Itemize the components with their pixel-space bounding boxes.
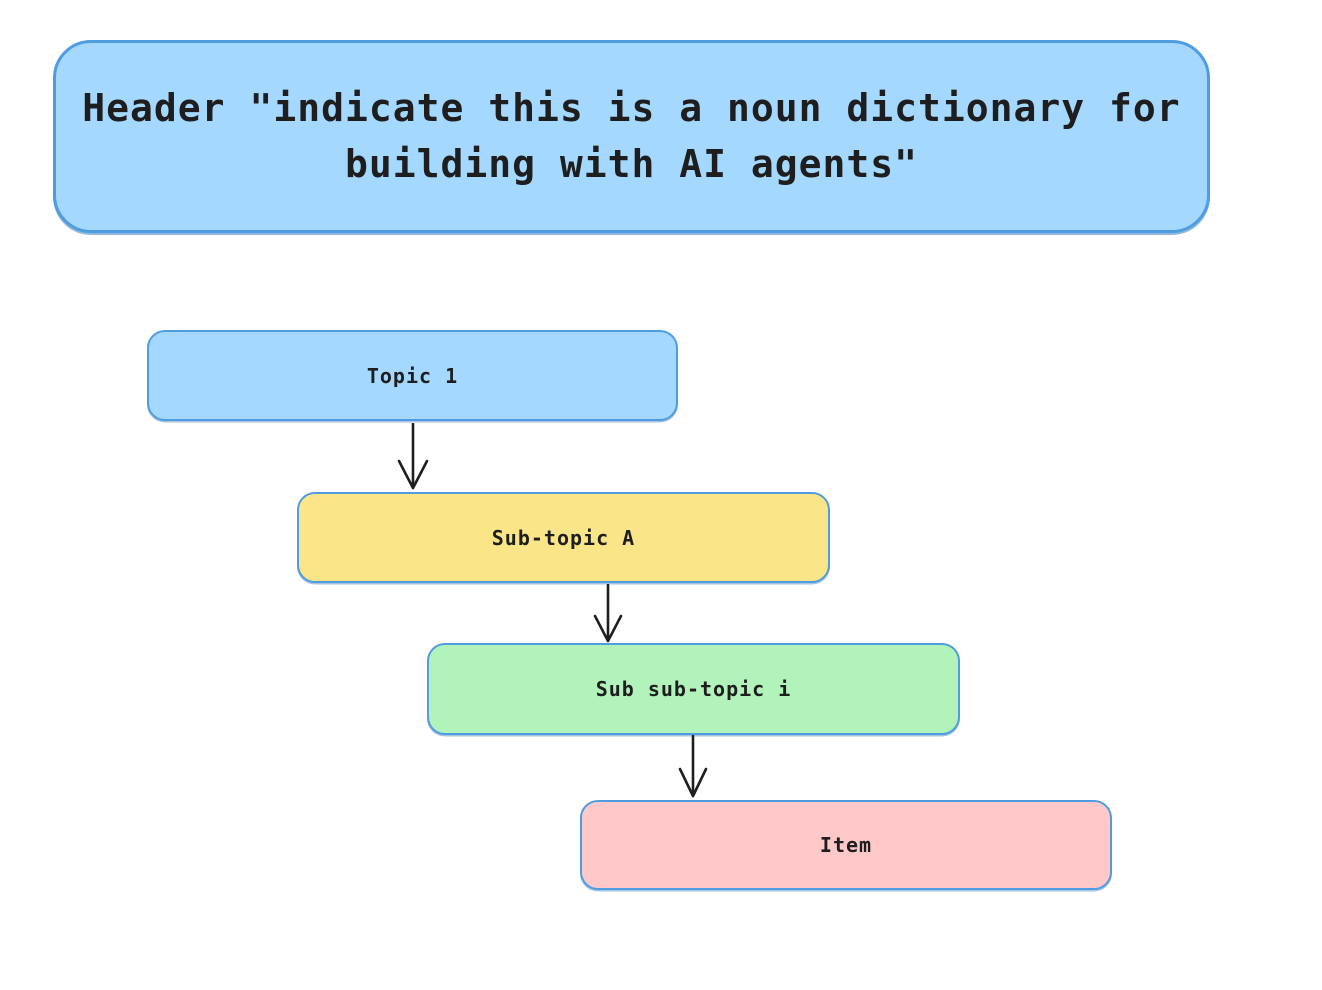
node-sub-sub-topic-i: Sub sub-topic i <box>427 643 960 735</box>
node-sub-topic-a-label: Sub-topic A <box>491 525 636 550</box>
node-topic-1: Topic 1 <box>147 330 678 421</box>
arrow-subtopicA-to-subsubtopic-i <box>586 583 630 648</box>
node-topic-1-label: Topic 1 <box>366 363 459 388</box>
header-note: Header "indicate this is a noun dictiona… <box>53 40 1210 233</box>
node-item-label: Item <box>819 833 873 857</box>
node-sub-sub-topic-i-label: Sub sub-topic i <box>595 677 792 701</box>
node-item: Item <box>580 800 1112 890</box>
arrow-subsubtopic-i-to-item <box>671 734 715 803</box>
arrow-topic1-to-subtopicA <box>391 422 435 495</box>
down-arrow-icon <box>678 734 708 798</box>
down-arrow-icon <box>593 583 623 643</box>
header-note-label: Header "indicate this is a noun dictiona… <box>82 86 1181 186</box>
down-arrow-icon <box>397 422 429 490</box>
node-sub-topic-a: Sub-topic A <box>297 492 830 583</box>
